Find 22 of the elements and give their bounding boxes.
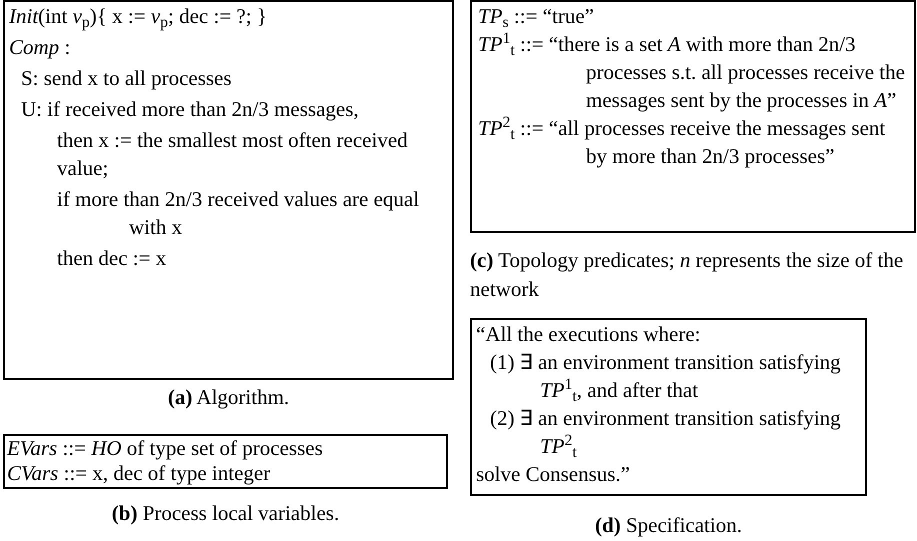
text-line: then x := the smallest most often received value; <box>56 127 409 182</box>
text-line: solve Consensus.” <box>476 461 631 488</box>
node-label: (b) Process local variables. <box>110 500 340 527</box>
node-label: (c) Topology predicates; n represents the size of the network <box>470 247 904 303</box>
text-line: Init(int v$_{p}$){ x := v$_{p}$; dec := ?; } <box>9 3 268 30</box>
node-label: (a) Algorithm. <box>166 384 290 411</box>
text-box <box>3 434 448 489</box>
text-box <box>3 0 454 380</box>
text-line: Comp : <box>9 34 72 61</box>
text-line: then dec := x <box>56 245 168 272</box>
text-box <box>470 0 916 233</box>
text-line: CVars ::= x, dec of type integer <box>7 461 272 486</box>
text-line: TP$^{1}$$_{t}$ ::= “there is a set A with more than 2n/3 processes s.t. all processes receive the messages sent by the processes in A” <box>478 30 906 114</box>
text-box <box>470 318 867 496</box>
text-line: (1) ∃ an environment transition satisfying TP$^{1}$$_{t}$, and after that <box>489 349 842 404</box>
text-line: TP$_{s}$ ::= “true” <box>478 3 595 30</box>
text-line: EVars ::= HO of type set of processes <box>7 436 324 461</box>
text-line: “All the executions where: <box>476 321 702 348</box>
text-line: U: if received more than 2n/3 messages, <box>20 96 360 123</box>
text-line: TP$^{2}$$_{t}$ ::= “all processes receive the messages sent by more than 2n/3 processes” <box>478 114 886 170</box>
node-label: (d) Specification. <box>594 512 743 539</box>
text-line: S: send x to all processes <box>20 65 233 92</box>
